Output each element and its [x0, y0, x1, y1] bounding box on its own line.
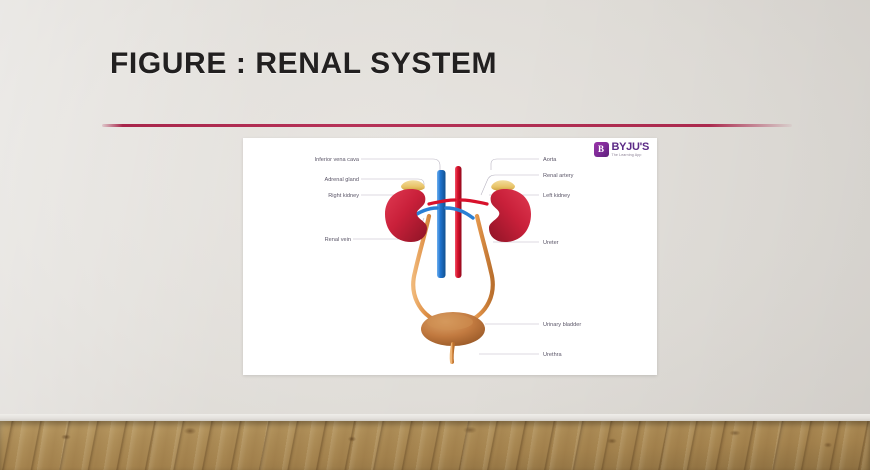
left-ureter: [464, 213, 495, 325]
label-inferior-vena-cava: Inferior vena cava: [315, 157, 360, 163]
aorta-vessel: [455, 166, 462, 278]
byjus-logo-icon: B: [593, 142, 609, 158]
leader-renal-artery: [480, 174, 539, 196]
byjus-watermark: B BYJU'S The Learning App: [593, 142, 650, 158]
renal-arteries: [427, 198, 489, 206]
leader-aorta: [490, 158, 539, 170]
wooden-floor: [0, 421, 870, 470]
label-adrenal-gland: Adrenal gland: [324, 177, 359, 183]
right-kidney: [385, 189, 427, 242]
bladder-highlight: [427, 314, 473, 330]
byjus-tagline: The Learning App: [611, 153, 642, 157]
left-kidney: [489, 189, 531, 242]
byjus-mark-letter: B: [597, 144, 604, 155]
label-urethra: Urethra: [543, 352, 563, 358]
inferior-vena-cava-vessel: [437, 170, 446, 278]
baseboard: [0, 414, 870, 422]
byjus-wordmark: BYJU'S The Learning App: [612, 142, 650, 158]
label-aorta: Aorta: [543, 157, 557, 163]
leader-inferior-vena-cava: [361, 158, 441, 174]
diagram-labels-right: Aorta Renal artery Left kidney Ureter Ur…: [543, 157, 581, 358]
label-renal-vein: Renal vein: [325, 237, 351, 243]
label-urinary-bladder: Urinary bladder: [543, 322, 581, 328]
left-adrenal-gland: [491, 180, 515, 191]
figure-image-card: B BYJU'S The Learning App: [243, 138, 657, 375]
title-divider: [102, 124, 792, 127]
byjus-brand-name: BYJU'S: [611, 141, 650, 153]
renal-system-diagram: Inferior vena cava Adrenal gland Right k…: [315, 157, 581, 364]
floor-wood-knots: [0, 421, 870, 470]
diagram-labels-left: Inferior vena cava Adrenal gland Right k…: [315, 157, 360, 243]
label-renal-artery: Renal artery: [543, 173, 574, 179]
label-ureter: Ureter: [543, 240, 559, 246]
urethra: [449, 342, 455, 364]
right-adrenal-gland: [401, 180, 425, 191]
label-left-kidney: Left kidney: [543, 193, 570, 199]
leader-adrenal-gland: [361, 178, 425, 189]
page-title: FIGURE : RENAL SYSTEM: [110, 47, 498, 80]
label-right-kidney: Right kidney: [328, 193, 359, 199]
